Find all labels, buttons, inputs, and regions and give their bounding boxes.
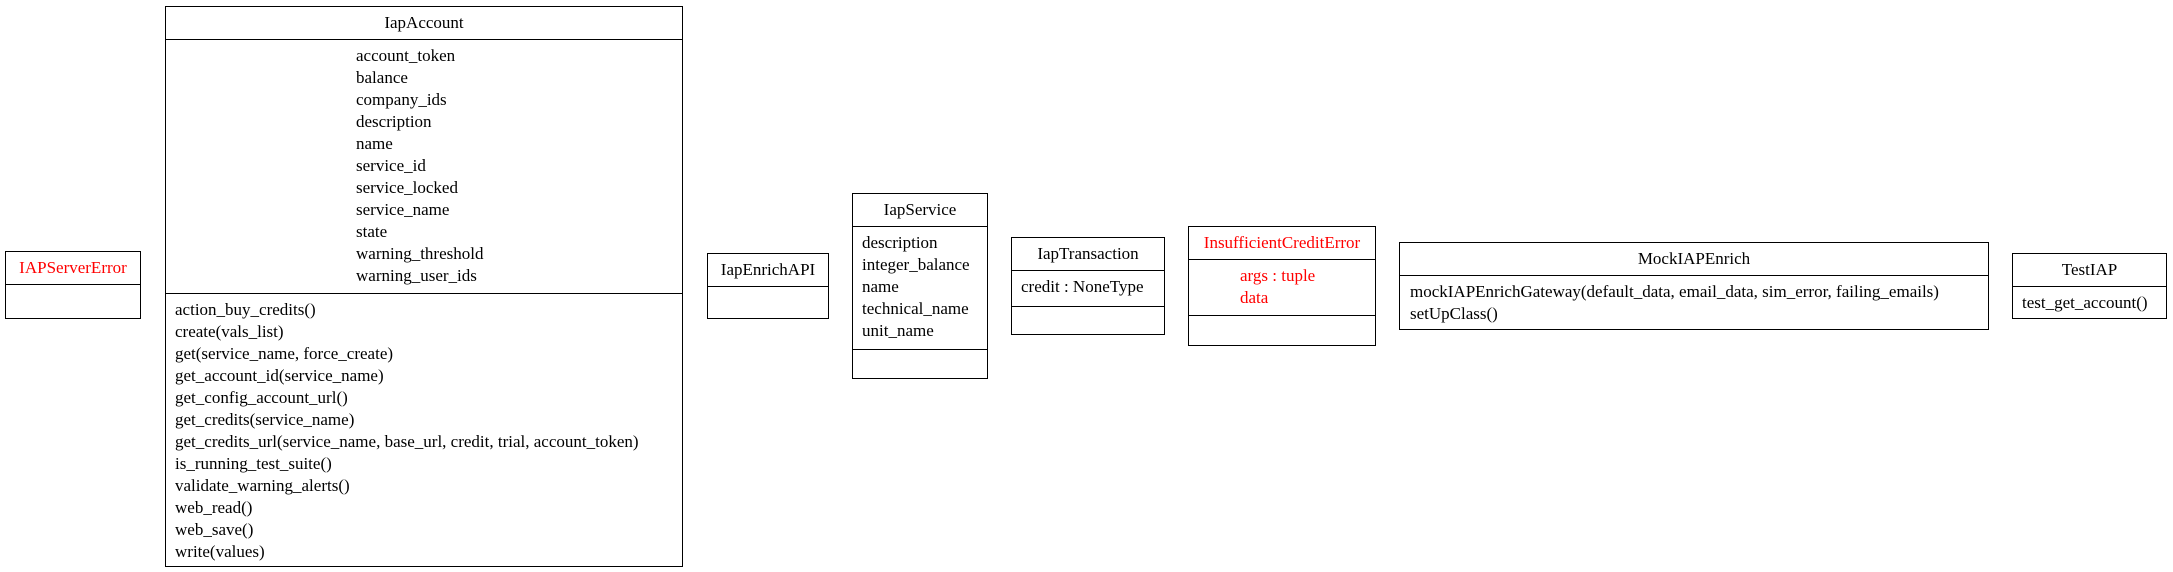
attributes-section: args : tuple data xyxy=(1189,260,1375,315)
attribute: technical_name xyxy=(862,299,969,318)
methods-section xyxy=(1189,315,1375,316)
method: get_account_id(service_name) xyxy=(175,366,384,385)
methods-section xyxy=(1012,306,1164,307)
method: is_running_test_suite() xyxy=(175,454,332,473)
class-name: IapEnrichAPI xyxy=(708,254,828,287)
class-name: IapService xyxy=(853,194,987,227)
attributes-section: credit : NoneType xyxy=(1012,271,1164,306)
class-name: MockIAPEnrich xyxy=(1400,243,1988,276)
class-iapenrichapi: IapEnrichAPI xyxy=(707,253,829,319)
attribute: name xyxy=(356,134,393,153)
attribute: credit : NoneType xyxy=(1021,277,1144,296)
method: create(vals_list) xyxy=(175,322,284,341)
class-name: TestIAP xyxy=(2013,254,2166,287)
attribute: warning_threshold xyxy=(356,244,484,263)
attributes-section: account_token balance company_ids descri… xyxy=(166,40,682,293)
class-iaptransaction: IapTransaction credit : NoneType xyxy=(1011,237,1165,335)
attribute: description xyxy=(862,233,938,252)
class-insufficientcrediterror: InsufficientCreditError args : tuple dat… xyxy=(1188,226,1376,346)
method: validate_warning_alerts() xyxy=(175,476,350,495)
method: write(values) xyxy=(175,542,265,561)
class-iapaccount: IapAccount account_token balance company… xyxy=(165,6,683,567)
attribute: account_token xyxy=(356,46,456,65)
attribute: description xyxy=(356,112,432,131)
class-name: IAPServerError xyxy=(6,252,140,285)
class-body xyxy=(6,285,140,319)
method: get(service_name, force_create) xyxy=(175,344,394,363)
attribute: args : tuple xyxy=(1240,266,1316,285)
attribute: data xyxy=(1240,288,1269,307)
class-name: IapAccount xyxy=(166,7,682,40)
attribute: service_id xyxy=(356,156,426,175)
class-name: IapTransaction xyxy=(1012,238,1164,271)
class-testiap: TestIAP test_get_account() xyxy=(2012,253,2167,319)
attribute: state xyxy=(356,222,388,241)
attribute: name xyxy=(862,277,899,296)
method: test_get_account() xyxy=(2022,293,2148,312)
methods-section: test_get_account() xyxy=(2013,287,2166,314)
attribute: unit_name xyxy=(862,321,934,340)
class-mockiapenrich: MockIAPEnrich mockIAPEnrichGateway(defau… xyxy=(1399,242,1989,330)
class-name: InsufficientCreditError xyxy=(1189,227,1375,260)
attribute: service_name xyxy=(356,200,450,219)
method: web_save() xyxy=(175,520,254,539)
class-body xyxy=(708,287,828,319)
method: get_credits(service_name) xyxy=(175,410,355,429)
attribute: company_ids xyxy=(356,90,447,109)
methods-section: action_buy_credits() create(vals_list) g… xyxy=(166,293,682,563)
class-iapservice: IapService description integer_balance n… xyxy=(852,193,988,379)
method: action_buy_credits() xyxy=(175,300,316,319)
attribute: warning_user_ids xyxy=(356,266,477,285)
method: setUpClass() xyxy=(1410,304,1498,323)
attribute: integer_balance xyxy=(862,255,970,274)
method: get_credits_url(service_name, base_url, … xyxy=(175,432,639,451)
methods-section xyxy=(853,349,987,350)
method: mockIAPEnrichGateway(default_data, email… xyxy=(1410,282,1939,301)
method: web_read() xyxy=(175,498,253,517)
attribute: service_locked xyxy=(356,178,458,197)
attribute: balance xyxy=(356,68,408,87)
class-iapservererror: IAPServerError xyxy=(5,251,141,319)
method: get_config_account_url() xyxy=(175,388,348,407)
methods-section: mockIAPEnrichGateway(default_data, email… xyxy=(1400,276,1988,325)
attributes-section: description integer_balance name technic… xyxy=(853,227,987,349)
